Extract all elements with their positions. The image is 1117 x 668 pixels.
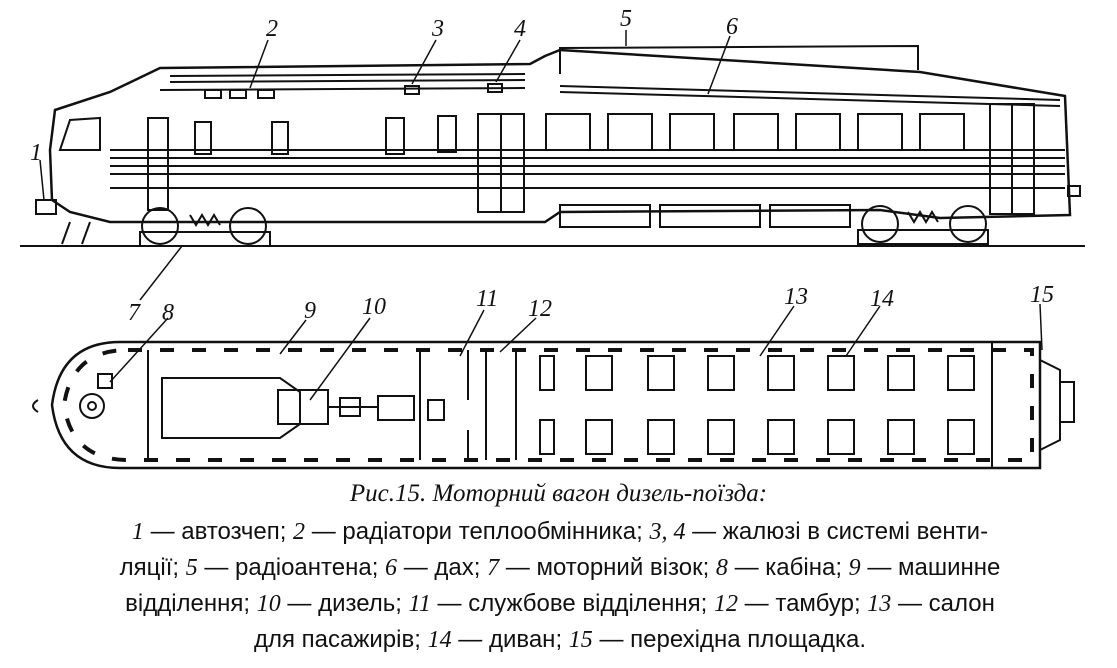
callout-9: 9 — [304, 298, 316, 324]
motor-bogie — [139, 207, 271, 247]
callout-15: 15 — [1030, 282, 1054, 308]
legend-line-3: відділення; 10 — дизель; 11 — службове в… — [125, 590, 995, 617]
legend-line-2: ляції; 5 — радіоантена; 6 — дах; 7 — мот… — [119, 554, 1001, 581]
legend-item-vent: жалюзі в системі венти- — [722, 518, 989, 545]
callout-13: 13 — [784, 284, 808, 310]
leader-lines — [39, 30, 1043, 401]
train-diagram: 1 2 3 4 5 6 7 8 9 10 11 12 13 14 15 — [20, 6, 1085, 470]
side-view — [20, 44, 1085, 247]
legend-item-engine-room: машинне — [898, 554, 1001, 581]
callout-7: 7 — [128, 300, 141, 326]
callout-2: 2 — [266, 16, 278, 42]
legend: 1 — автозчеп; 2 — радіатори теплообмінни… — [20, 514, 1100, 658]
callout-12: 12 — [528, 296, 552, 322]
callout-3: 3 — [431, 16, 444, 42]
callout-labels: 1 2 3 4 5 6 7 8 9 10 11 12 13 14 15 — [30, 6, 1054, 326]
callout-5: 5 — [620, 6, 632, 32]
callout-8: 8 — [162, 300, 174, 326]
figure-title: Рис.15. Моторний вагон дизель-поїзда: — [349, 480, 768, 507]
rear-bogie — [857, 205, 989, 245]
legend-line-4: для пасажирів; 14 — диван; 15 — перехідн… — [253, 626, 867, 653]
callout-11: 11 — [476, 286, 498, 312]
seats — [539, 355, 975, 455]
plan-view — [32, 340, 1075, 470]
legend-line-1: 1 — автозчеп; 2 — радіатори теплообмінни… — [131, 518, 989, 545]
callout-14: 14 — [870, 286, 894, 312]
callout-10: 10 — [362, 294, 386, 320]
legend-item-salon: салон — [928, 590, 995, 617]
callout-6: 6 — [726, 14, 738, 40]
callout-1: 1 — [30, 140, 42, 166]
callout-4: 4 — [514, 16, 526, 42]
